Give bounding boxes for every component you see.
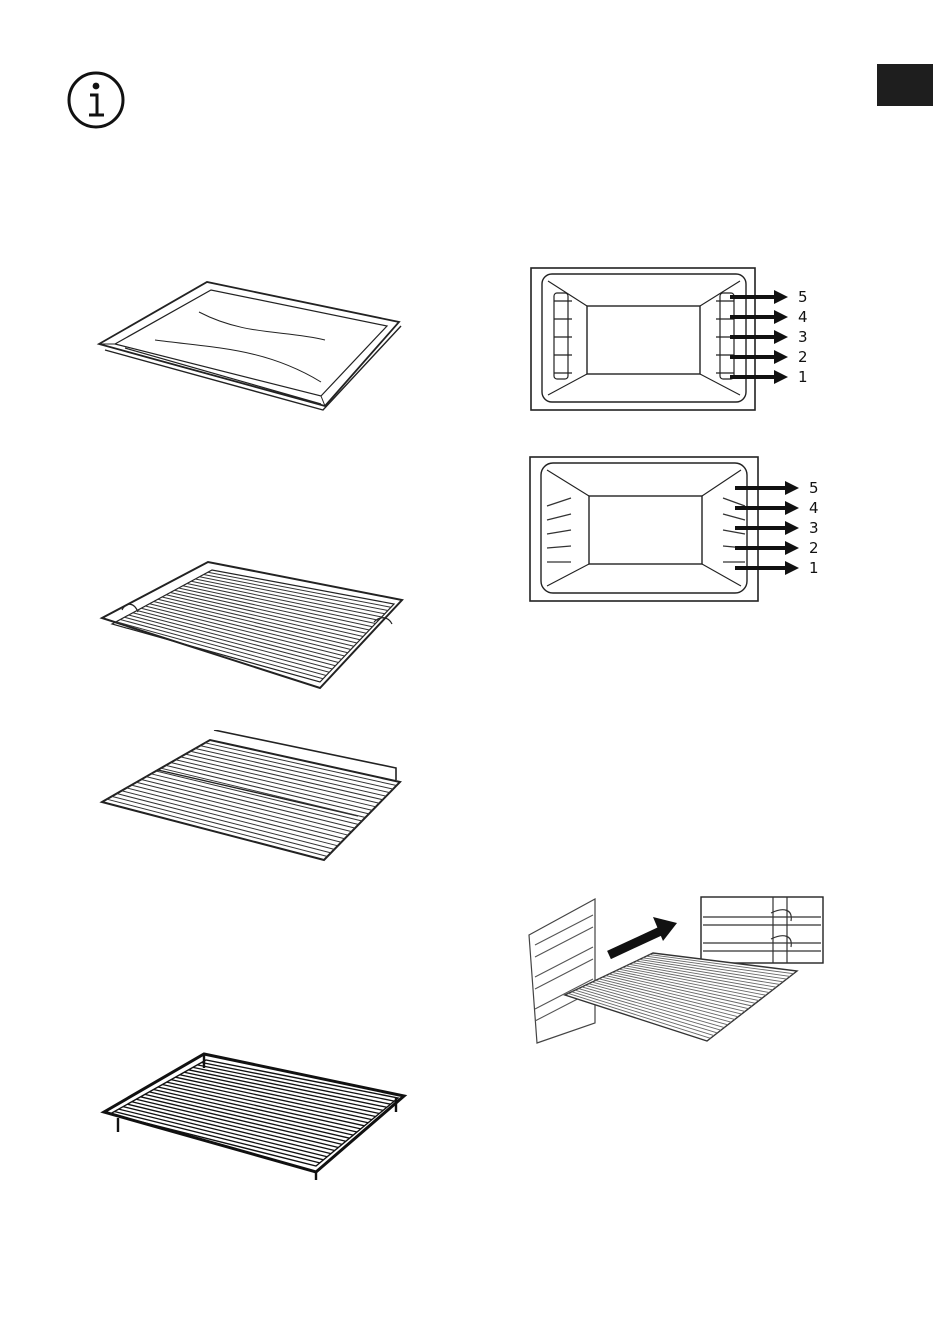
level-arrow-head — [785, 501, 799, 515]
level-number: 3 — [809, 519, 819, 537]
info-icon — [66, 70, 126, 130]
level-arrow-head — [774, 370, 788, 384]
level-arrow-head — [785, 481, 799, 495]
shelf-levels-2: 5 4 3 2 1 — [705, 476, 855, 588]
language-tab — [877, 64, 933, 106]
shelf-insertion-illustration — [525, 895, 830, 1050]
wire-shelf-illustration — [98, 560, 408, 692]
grill-rack-illustration — [100, 1050, 410, 1180]
level-arrow-head — [785, 541, 799, 555]
level-number: 3 — [798, 328, 808, 346]
level-number: 5 — [809, 479, 819, 497]
level-arrow-head — [785, 561, 799, 575]
level-number: 2 — [798, 348, 808, 366]
shelf-levels-1: 5 4 3 2 1 — [700, 285, 850, 397]
level-number: 5 — [798, 288, 808, 306]
level-arrow-head — [774, 310, 788, 324]
level-number: 2 — [809, 539, 819, 557]
level-number: 4 — [798, 308, 808, 326]
baking-tray-illustration — [95, 278, 407, 412]
level-number: 4 — [809, 499, 819, 517]
level-arrow-head — [774, 330, 788, 344]
level-number: 1 — [798, 368, 808, 386]
level-number: 1 — [809, 559, 819, 577]
level-arrow-head — [774, 350, 788, 364]
level-arrow-head — [774, 290, 788, 304]
level-arrow-head — [785, 521, 799, 535]
flat-wire-shelf-illustration — [98, 730, 408, 864]
